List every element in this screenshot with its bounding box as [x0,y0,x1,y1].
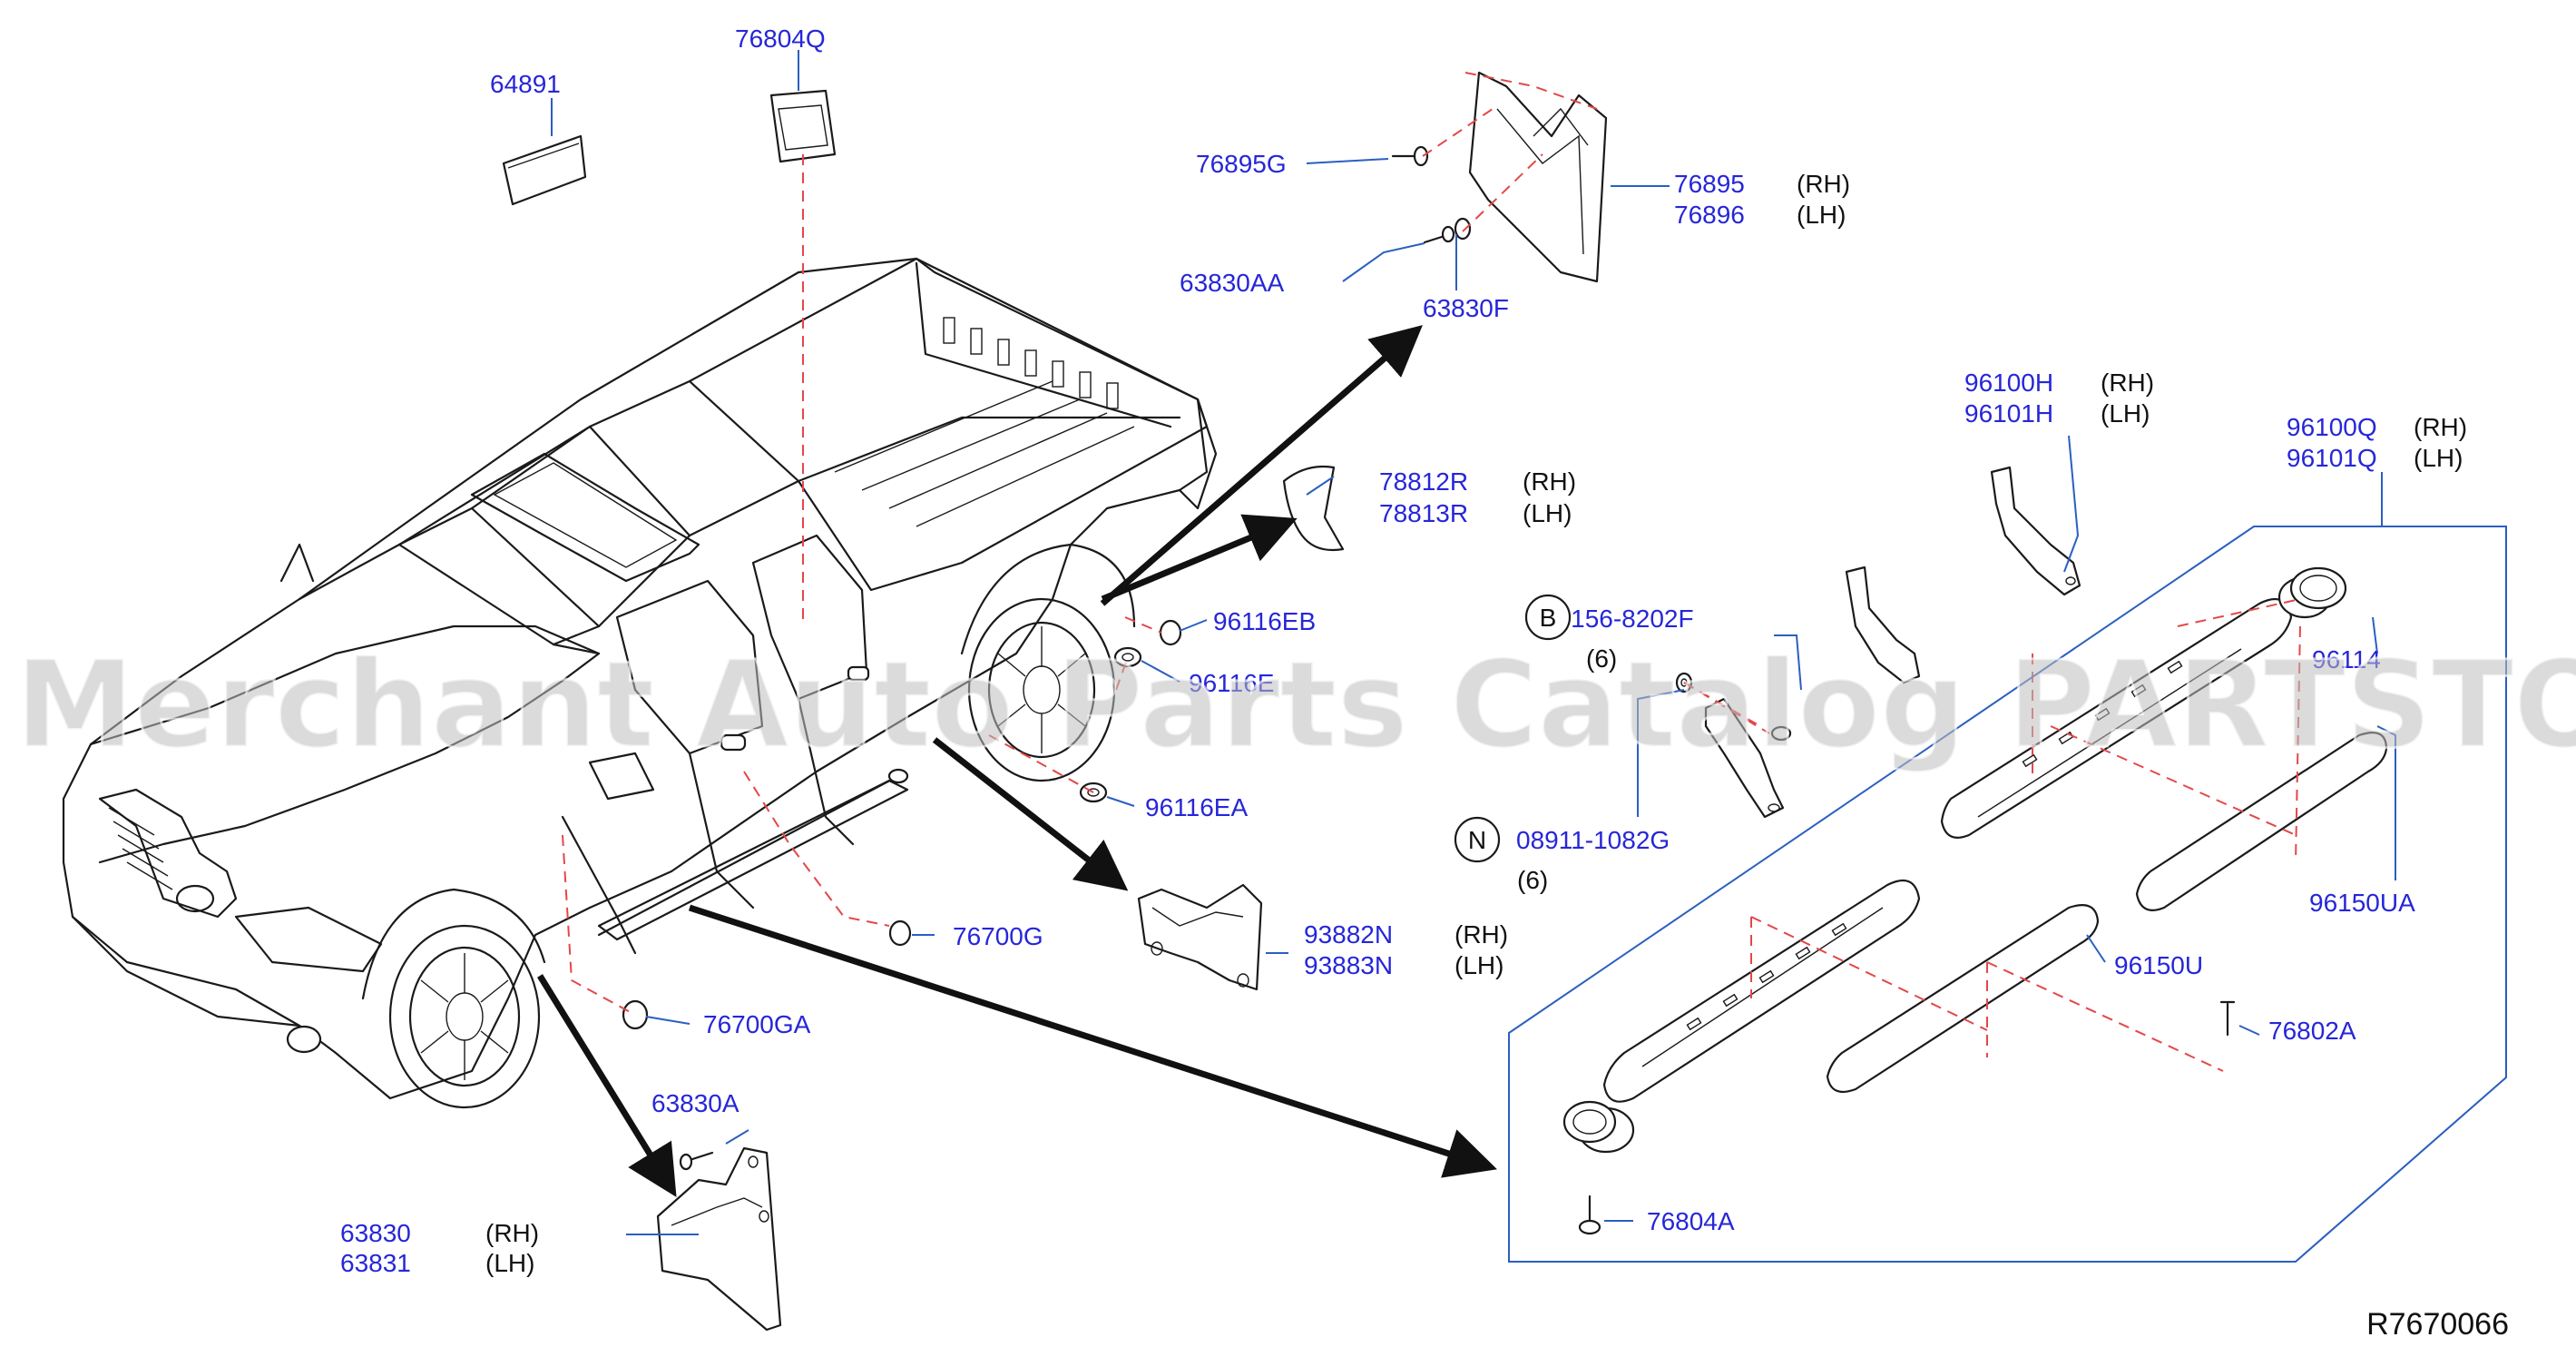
part-96116e-grommet [1113,646,1142,668]
part-76700ga-plug [622,999,649,1030]
callout-96116ea: 96116EA [1145,793,1248,821]
callout-63831-side: (LH) [485,1249,534,1277]
part-96100h-bracket [1990,466,2081,596]
callout-78813r-side: (LH) [1523,499,1572,527]
part-76804a-end-cap [1562,1100,1635,1154]
callout-76700g: 76700G [953,922,1043,950]
callout-76896-side: (LH) [1797,201,1846,229]
part-96150u-step-pad [1826,904,2100,1093]
callout-64891: 64891 [490,70,561,98]
callout-96100h-side: (RH) [2101,369,2154,397]
bed-tie-down-slots [943,317,1119,409]
fastener-badges: B (6) N (6) [1454,594,1617,894]
callout-96101q-side: (LH) [2414,444,2463,472]
callout-96150ua: 96150UA [2309,889,2415,917]
part-64891-pad [502,134,587,206]
part-76804a-screw [1578,1195,1601,1235]
callout-76895g: 76895G [1196,150,1287,178]
callout-78813r: 78813R [1379,499,1468,527]
callout-96101h: 96101H [1964,399,2053,428]
step-bar-detail-frame [1508,526,2507,1263]
callout-63830f: 63830F [1423,294,1509,322]
callout-96100q-side: (RH) [2414,413,2467,441]
part-76700g-plug [888,919,912,947]
callout-93882n: 93882N [1304,920,1393,949]
badge-n-circle [1454,816,1501,863]
badge-b-letter: B [1540,604,1557,632]
part-step-bracket-upper [1845,565,1921,684]
part-63830a-screw [679,1153,693,1171]
part-63830-mudguard [656,1146,782,1332]
leader-lines [551,50,2396,1235]
phantom-lines [562,72,2301,1072]
part-08156-bolt [1770,725,1792,742]
badge-b-qty: (6) [1586,644,1617,673]
part-callout-labels: 64891 76804Q 76895G 76895 (RH) 76896 (LH… [340,25,2467,1277]
diagram-ref-number: R7670066 [2366,1307,2509,1342]
part-step-tube-lower [1602,879,1921,1103]
pickup-truck-illustration [62,257,1218,1109]
part-78812r-splash-shield [1282,465,1345,552]
badge-n-letter: N [1468,826,1486,854]
badge-b-circle [1524,594,1572,641]
callout-78812r-side: (RH) [1523,467,1576,496]
callout-76804a: 76804A [1647,1207,1735,1235]
part-63830f-nut [1454,217,1472,241]
callout-96116e: 96116E [1189,669,1274,697]
part-76804q-bracket [769,89,837,163]
part-96114-end-cap [2277,566,2347,619]
callout-96100q: 96100Q [2287,413,2377,441]
callout-93883n-side: (LH) [1455,951,1503,979]
callout-76895-side: (RH) [1797,170,1850,198]
callout-63830-side: (RH) [485,1219,539,1247]
callout-63831: 63831 [340,1249,411,1277]
badge-n-qty: (6) [1517,866,1548,894]
callout-96114: 96114 [2312,645,2381,674]
callout-63830aa: 63830AA [1180,269,1285,297]
part-step-bracket-lower [1704,697,1785,819]
watermark: Offers Merchant Auto Parts Catalog PARTS… [0,635,2576,775]
part-76802a-screw [2219,1000,2236,1037]
callout-96116eb: 96116EB [1213,607,1316,635]
callout-96101q: 96101Q [2287,444,2377,472]
callout-78812r: 78812R [1379,467,1468,496]
part-96150ua-step-pad [2135,732,2388,911]
callout-76804q: 76804Q [735,25,826,53]
callout-76700ga: 76700GA [703,1010,811,1038]
callout-96150u: 96150U [2114,951,2203,979]
part-76895-rear-mudguard [1468,71,1608,283]
callout-96101h-side: (LH) [2101,399,2150,428]
callout-93883n: 93883N [1304,951,1393,979]
callout-96100h: 96100H [1964,369,2053,397]
callout-76802a: 76802A [2268,1017,2356,1045]
callout-08911-1082g: 08911-1082G [1516,826,1670,854]
callout-93882n-side: (RH) [1455,920,1508,949]
callout-76895: 76895 [1674,170,1745,198]
callout-arrows [537,325,1497,1197]
callout-76896: 76896 [1674,201,1745,229]
callout-63830a: 63830A [651,1089,739,1117]
callout-63830: 63830 [340,1219,411,1247]
